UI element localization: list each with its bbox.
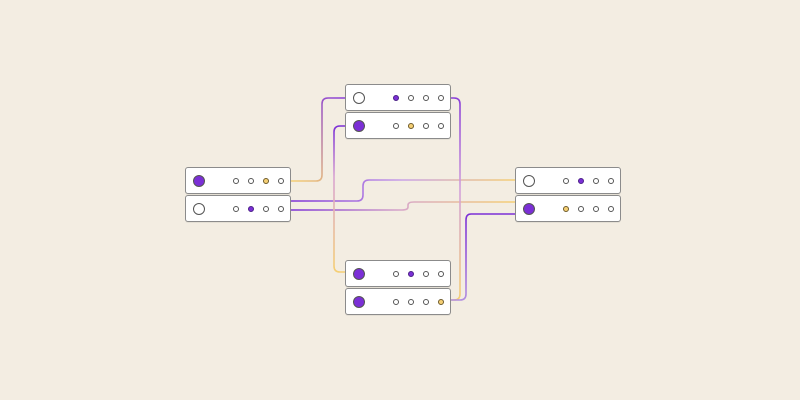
unit-right-1 (515, 167, 621, 194)
port-empty-icon[interactable] (193, 202, 205, 215)
indicator-yellow-icon (563, 205, 569, 212)
unit-bottom-1 (345, 260, 451, 287)
indicator-off-icon (233, 177, 239, 184)
indicator-purple-icon (408, 270, 414, 277)
indicator-off-icon (423, 298, 429, 305)
indicator-purple-icon (393, 94, 399, 101)
indicator-off-icon (393, 122, 399, 129)
indicator-off-icon (263, 205, 269, 212)
port-empty-icon[interactable] (523, 174, 535, 187)
indicator-off-icon (608, 177, 614, 184)
unit-bottom-2 (345, 288, 451, 315)
indicator-yellow-icon (263, 177, 269, 184)
indicator-off-icon (408, 94, 414, 101)
wire-top2-to-bottom1 (333, 125, 346, 273)
indicator-off-icon (578, 205, 584, 212)
unit-top-2 (345, 112, 451, 139)
port-filled-icon[interactable] (353, 267, 365, 280)
indicator-off-icon (393, 270, 399, 277)
indicator-off-icon (278, 205, 284, 212)
wire-top1-to-bottom2 (450, 97, 461, 301)
port-filled-icon[interactable] (523, 202, 535, 215)
unit-right-2 (515, 195, 621, 222)
port-empty-icon[interactable] (353, 91, 365, 104)
indicator-off-icon (278, 177, 284, 184)
indicator-off-icon (563, 177, 569, 184)
indicator-purple-icon (248, 205, 254, 212)
indicator-yellow-icon (438, 298, 444, 305)
port-filled-icon[interactable] (353, 295, 365, 308)
indicator-off-icon (248, 177, 254, 184)
indicator-yellow-icon (408, 122, 414, 129)
unit-left-1 (185, 167, 291, 194)
unit-top-1 (345, 84, 451, 111)
indicator-off-icon (423, 94, 429, 101)
indicator-off-icon (393, 298, 399, 305)
indicator-off-icon (438, 270, 444, 277)
indicator-off-icon (438, 94, 444, 101)
port-filled-icon[interactable] (193, 174, 205, 187)
indicator-off-icon (438, 122, 444, 129)
indicator-purple-icon (578, 177, 584, 184)
indicator-off-icon (233, 205, 239, 212)
wire-right2-to-bottom2 (450, 213, 516, 301)
indicator-off-icon (408, 298, 414, 305)
port-filled-icon[interactable] (353, 119, 365, 132)
indicator-off-icon (608, 205, 614, 212)
indicator-off-icon (423, 122, 429, 129)
wire-left1-to-top1 (289, 97, 346, 182)
wire-left2-to-right1 (289, 179, 516, 202)
indicator-off-icon (593, 177, 599, 184)
indicator-off-icon (593, 205, 599, 212)
indicator-off-icon (423, 270, 429, 277)
unit-left-2 (185, 195, 291, 222)
wire-left2-to-right2 (289, 201, 516, 211)
